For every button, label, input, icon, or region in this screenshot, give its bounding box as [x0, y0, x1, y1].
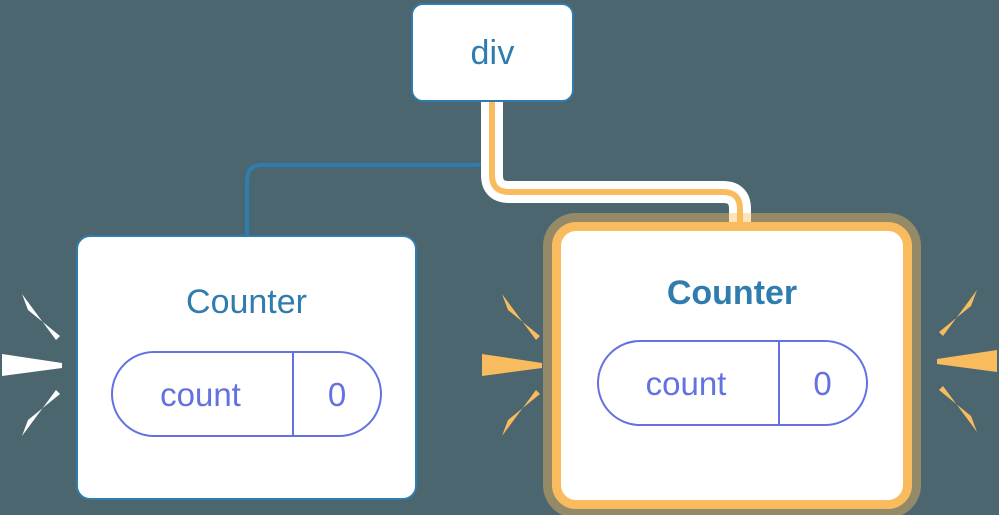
burst-ray-icon	[939, 386, 977, 432]
burst-left-outer	[2, 280, 66, 450]
state-value-right: 0	[813, 364, 832, 402]
edge-div-to-counter-right	[489, 102, 743, 232]
state-key-right: count	[599, 342, 780, 424]
node-counter-right[interactable]: Counter count 0	[552, 222, 912, 509]
edge-div-to-counter-left	[245, 100, 494, 239]
burst-right-outer	[933, 276, 997, 446]
state-key-left: count	[113, 353, 294, 435]
node-counter-left[interactable]: Counter count 0	[76, 235, 417, 500]
node-div[interactable]: div	[411, 3, 574, 102]
burst-ray-icon	[22, 390, 60, 436]
state-value-left: 0	[327, 375, 347, 413]
burst-ray-icon	[2, 354, 62, 376]
burst-ray-icon	[502, 390, 540, 436]
edge-highlight-halo	[481, 102, 751, 232]
state-pill-right: count 0	[596, 340, 868, 426]
burst-ray-icon	[482, 354, 542, 376]
node-counter-left-label: Counter	[186, 283, 307, 321]
burst-ray-icon	[22, 294, 60, 340]
burst-left-inner	[482, 280, 546, 450]
state-pill-left: count 0	[111, 351, 382, 437]
burst-ray-icon	[939, 290, 977, 336]
node-div-label: div	[470, 33, 515, 72]
burst-ray-icon	[937, 350, 997, 372]
node-counter-right-label: Counter	[666, 274, 798, 312]
burst-ray-icon	[502, 294, 540, 340]
